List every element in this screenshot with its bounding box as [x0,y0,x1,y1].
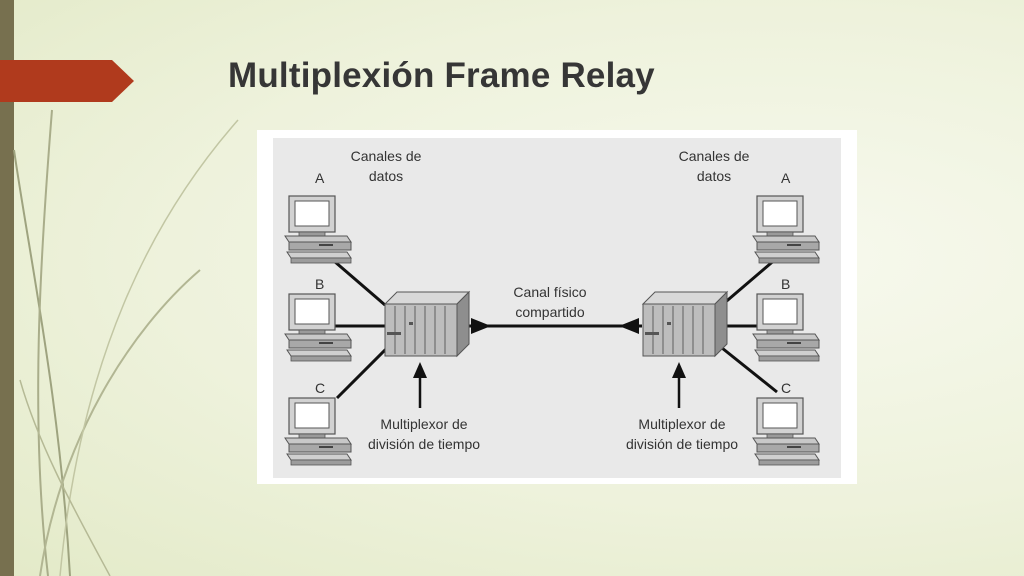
link-right-a [721,256,778,307]
pointer-arrowhead-left [413,362,427,378]
link-right-c [721,346,778,394]
right-mux-label: Multiplexor de división de tiempo [613,414,751,454]
right-channels-heading: Canales de datos [669,146,759,186]
channel-arrowhead-right [619,318,639,334]
left-channels-heading-line1: Canales de [350,148,422,164]
left-mux-label-line2: división de tiempo [367,436,481,452]
right-computer-label-a: A [781,170,791,186]
pointer-arrowhead-right [672,362,686,378]
multiplexer-right [642,291,728,357]
slide-title: Multiplexión Frame Relay [228,56,655,95]
title-accent-tab [0,60,134,102]
computer-right-b [752,293,820,362]
left-channels-heading: Canales de datos [341,146,431,186]
computer-left-a [284,195,352,264]
computer-left-c [284,397,352,466]
left-mux-label: Multiplexor de división de tiempo [355,414,493,454]
computer-right-c [752,397,820,466]
left-computer-label-b: B [315,276,325,292]
right-computer-label-c: C [781,380,792,396]
left-mux-label-line1: Multiplexor de [380,416,468,432]
diagram-graphic [284,195,820,466]
diagram-background [273,138,841,478]
left-accent-bar [0,0,14,576]
right-computer-label-b: B [781,276,791,292]
multiplexer-left [384,291,470,357]
channel-arrowhead-left [471,318,491,334]
left-computer-label-c: C [315,380,326,396]
shared-channel-label-line2: compartido [515,304,585,320]
decorative-curves [13,109,239,576]
diagram-figure: Canales de datos A B C Multiplexor de di… [257,130,857,484]
right-mux-label-line2: división de tiempo [625,436,739,452]
computer-right-a [752,195,820,264]
left-channels-heading-line2: datos [368,168,404,184]
right-channels-heading-line1: Canales de [678,148,750,164]
right-mux-label-line1: Multiplexor de [638,416,726,432]
link-left-c [335,346,389,400]
right-channels-heading-line2: datos [696,168,732,184]
shared-channel-label-line1: Canal físico [513,284,587,300]
left-computer-label-a: A [315,170,325,186]
shared-channel-label: Canal físico compartido [495,282,605,322]
